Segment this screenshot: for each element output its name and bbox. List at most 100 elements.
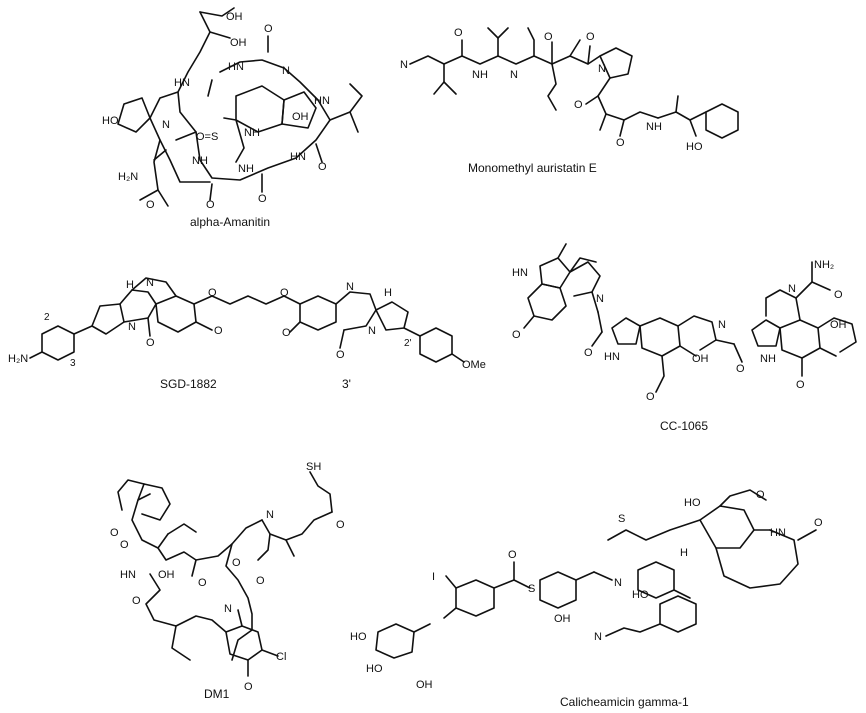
mmae-o-methoxy-2: O: [574, 99, 583, 111]
sgd-n-imine-left: N: [146, 277, 154, 289]
mmae-methylamine: N: [400, 59, 408, 71]
amanitin-o-bottom-2: O: [258, 193, 267, 205]
mmae-o-carbonyl: O: [586, 31, 595, 43]
mmae-n-methyl: N: [510, 69, 518, 81]
sgd-h-right: H: [384, 287, 392, 299]
sgd-locant-2: 2: [44, 312, 50, 323]
amanitin-n-proline: N: [162, 119, 170, 131]
dm1-o-methoxy-aryl: O: [244, 681, 253, 693]
sgd-1882-structure: 2 3 H₂N H N N O O O O O N H N O 2' OMe S…: [8, 277, 486, 391]
sgd-ome: OMe: [462, 359, 486, 371]
cc1065-n-left: N: [596, 293, 604, 305]
cc1065-n-mid: N: [718, 319, 726, 331]
cc1065-o-methoxy-mid: O: [646, 391, 655, 403]
sgd-o-carbonyl-left: O: [146, 337, 155, 349]
calich-o-carbamate: O: [814, 517, 823, 529]
caption-alpha-amanitin: alpha-Amanitin: [190, 215, 270, 229]
cc1065-o-urea: O: [834, 289, 843, 301]
caption-cc-1065: CC-1065: [660, 419, 708, 433]
cc1065-o-link-1: O: [584, 347, 593, 359]
caption-sgd-1882: SGD-1882: [160, 377, 217, 391]
sgd-o-carbonyl-right: O: [336, 349, 345, 361]
cc1065-n-right: N: [788, 283, 796, 295]
cc1065-oh-mid: OH: [692, 353, 709, 365]
dm1-o-carbonyl: O: [336, 519, 345, 531]
dm1-o-methoxy: O: [132, 595, 141, 607]
cc1065-hn-mid: HN: [604, 351, 620, 363]
amanitin-n-3: N: [282, 65, 290, 77]
amanitin-sulfoxide: O=S: [196, 131, 218, 143]
sgd-locant-2prime: 2': [404, 338, 412, 349]
dm1-structure: SH O N O O O O HN OH O N O Cl O DM1: [110, 461, 345, 701]
mmae-nh-1: NH: [472, 69, 488, 81]
sgd-n-left: N: [128, 321, 136, 333]
sgd-o-methoxy-right: O: [282, 327, 291, 339]
mmae-structure: N O NH N O O N O O NH HO Monomethyl auri…: [400, 27, 739, 175]
sgd-h2n: H₂N: [8, 353, 28, 365]
amanitin-nh-5: HN: [290, 151, 306, 163]
dm1-hn: HN: [120, 569, 136, 581]
dm1-sh: SH: [306, 461, 321, 473]
dm1-n-methyl: N: [266, 509, 274, 521]
sgd-o-linker-right: O: [280, 287, 289, 299]
calich-s: S: [528, 583, 535, 595]
amanitin-o-amide: O: [146, 199, 155, 211]
calich-h-core: H: [680, 547, 688, 559]
amanitin-ho-proline: HO: [102, 115, 119, 127]
calich-oh-sugar: OH: [416, 679, 433, 691]
amanitin-oh-second: OH: [230, 37, 247, 49]
amanitin-o-top: O: [264, 23, 273, 35]
caption-calicheamicin: Calicheamicin gamma-1: [560, 695, 689, 709]
amanitin-o-right: O: [318, 161, 327, 173]
mmae-nh-2: NH: [646, 121, 662, 133]
sgd-n-imine-right: N: [346, 281, 354, 293]
sgd-h-left: H: [126, 279, 134, 291]
calich-ho-sugar: HO: [350, 631, 367, 643]
mmae-n-pyrrolidine: N: [598, 63, 606, 75]
mmae-o-methoxy: O: [544, 31, 553, 43]
sgd-locant-3prime: 3': [342, 377, 351, 391]
amanitin-nh-7: NH: [192, 155, 208, 167]
dm1-n-aryl: N: [224, 603, 232, 615]
amanitin-nh-6: NH: [238, 163, 254, 175]
calich-nh-carbamate: HN: [770, 527, 786, 539]
calich-s-trisulfide: S: [618, 513, 625, 525]
calich-ho-sugar-2: HO: [366, 663, 383, 675]
mmae-o-1: O: [454, 27, 463, 39]
calich-o-thioester: O: [508, 549, 517, 561]
cc1065-o-left: O: [512, 329, 521, 341]
dm1-o-ester: O: [232, 557, 241, 569]
caption-mmae: Monomethyl auristatin E: [468, 161, 597, 175]
calicheamicin-structure: HO HO OH I O S OH N HO N H HO O HN O S C…: [350, 489, 823, 709]
sgd-n-right: N: [368, 325, 376, 337]
calich-ho-core: HO: [684, 497, 701, 509]
amanitin-h2n: H₂N: [118, 171, 138, 183]
mmae-o-amide: O: [616, 137, 625, 149]
dm1-o-carbamate-1: O: [120, 539, 129, 551]
alpha-amanitin-structure: OH OH HO HN HN N HN NH O=S HN NH NH N H₂…: [102, 7, 363, 229]
amanitin-nh-4: HN: [314, 95, 330, 107]
cc-1065-structure: HN O N O HN O OH N O NH OH O NH₂ O N CC-…: [512, 243, 857, 433]
calich-i: I: [432, 571, 435, 583]
dm1-o-epoxide: O: [198, 577, 207, 589]
cc1065-nh-right: NH: [760, 353, 776, 365]
calich-o-ketone: O: [756, 489, 765, 501]
calich-nh-ethyl: N: [594, 631, 602, 643]
caption-dm1: DM1: [204, 687, 230, 701]
dm1-o-carbamate-2: O: [110, 527, 119, 539]
cc1065-oh-right: OH: [830, 319, 847, 331]
amanitin-o-bottom: O: [206, 199, 215, 211]
calich-ho-amino: HO: [632, 589, 649, 601]
amanitin-nh-2: HN: [228, 61, 244, 73]
calich-n-hydroxylamine: N: [614, 577, 622, 589]
amanitin-nh-1: HN: [174, 77, 190, 89]
sgd-locant-3: 3: [70, 358, 76, 369]
sgd-o-linker-left: O: [208, 287, 217, 299]
dm1-cl: Cl: [276, 651, 286, 663]
sgd-o-methoxy-left: O: [214, 325, 223, 337]
dm1-oh: OH: [158, 569, 175, 581]
calich-oh-thiosugar: OH: [554, 613, 571, 625]
dm1-o-amide: O: [256, 575, 265, 587]
amanitin-nh-indole: NH: [244, 127, 260, 139]
